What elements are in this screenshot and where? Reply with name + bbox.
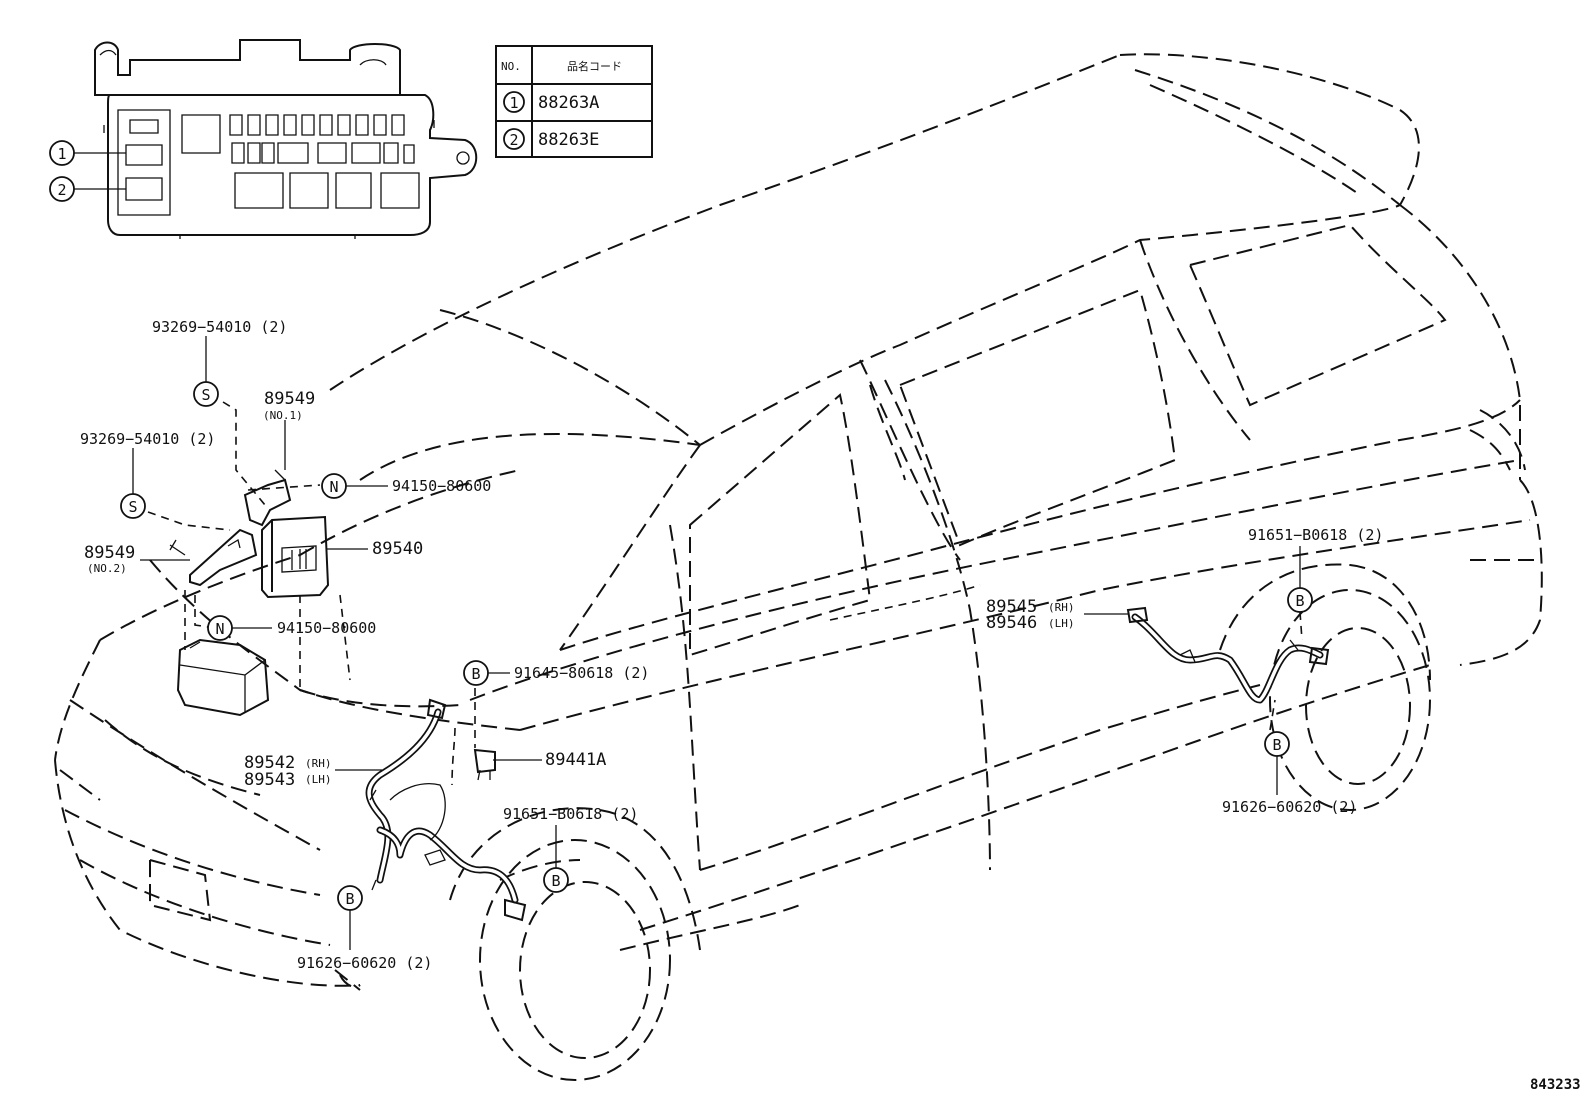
label-89549-no2: 89549 — [84, 543, 135, 563]
leader-lines — [132, 336, 1301, 950]
screw-symbol-upper: S — [193, 381, 219, 407]
label-89545: 89545 — [986, 597, 1037, 617]
svg-text:B: B — [1272, 736, 1281, 754]
label-89546-lh: (LH) — [1048, 617, 1075, 630]
label-89542-rh: (RH) — [305, 757, 332, 770]
label-89543-lh: (LH) — [305, 773, 332, 786]
svg-text:S: S — [128, 498, 137, 516]
label-89549-no2-sub: (NO.2) — [87, 562, 127, 575]
bolt-symbol-front-91626: B — [337, 885, 363, 911]
svg-text:S: S — [201, 386, 210, 404]
bolt-symbol-91645: B — [463, 660, 489, 686]
svg-text:N: N — [329, 478, 338, 496]
svg-text:B: B — [551, 872, 560, 890]
fuse-box-callout-1: 1 — [49, 140, 75, 166]
label-89545-rh: (RH) — [1048, 601, 1075, 614]
part-code-table: NO. 品名コード 1 88263A 2 88263E — [495, 45, 653, 158]
table-row-2-no: 2 — [509, 131, 518, 149]
label-94150-lower: 94150−80600 — [277, 619, 376, 637]
svg-text:B: B — [345, 890, 354, 908]
ecu-assembly — [147, 401, 351, 717]
svg-text:N: N — [215, 620, 224, 638]
screw-symbol-lower: S — [120, 493, 146, 519]
label-93269-upper: 93269−54010 (2) — [152, 318, 287, 336]
label-94150-upper: 94150−80600 — [392, 477, 491, 495]
bolt-symbol-front-91651: B — [543, 867, 569, 893]
junction-block-illustration — [72, 39, 478, 239]
svg-text:B: B — [1295, 592, 1304, 610]
fuse-box-callout-2: 2 — [49, 176, 75, 202]
label-89543: 89543 — [244, 770, 295, 790]
front-sensor-harness — [365, 688, 527, 922]
label-91626-front: 91626−60620 (2) — [297, 954, 432, 972]
label-91626-rear: 91626−60620 (2) — [1222, 798, 1357, 816]
svg-text:1: 1 — [57, 145, 66, 163]
van-outline — [54, 53, 1543, 1081]
table-row-1-no: 1 — [509, 94, 518, 112]
svg-text:2: 2 — [57, 181, 66, 199]
label-93269-lower: 93269−54010 (2) — [80, 430, 215, 448]
svg-text:B: B — [471, 665, 480, 683]
label-91651-rear: 91651−B0618 (2) — [1248, 526, 1383, 544]
label-89549-no1-sub: (NO.1) — [263, 409, 303, 422]
bolt-symbol-rear-91651: B — [1287, 587, 1313, 613]
rear-sensor-harness — [1126, 606, 1330, 731]
label-89441a: 89441A — [545, 750, 606, 770]
nut-symbol-lower: N — [207, 615, 233, 641]
label-91651-front: 91651−B0618 (2) — [503, 805, 638, 823]
table-header-code: 品名コード — [567, 59, 622, 73]
label-89546: 89546 — [986, 613, 1037, 633]
label-89549-no1: 89549 — [264, 389, 315, 409]
figure-reference-number: 843233 — [1530, 1077, 1581, 1093]
label-91645: 91645−80618 (2) — [514, 664, 649, 682]
bolt-symbol-rear-91626: B — [1264, 731, 1290, 757]
table-row-2-code: 88263E — [538, 130, 599, 150]
label-89542: 89542 — [244, 753, 295, 773]
nut-symbol-upper: N — [321, 473, 347, 499]
table-row-1-code: 88263A — [538, 93, 599, 113]
table-header-no: NO. — [501, 60, 521, 73]
label-89540: 89540 — [372, 539, 423, 559]
